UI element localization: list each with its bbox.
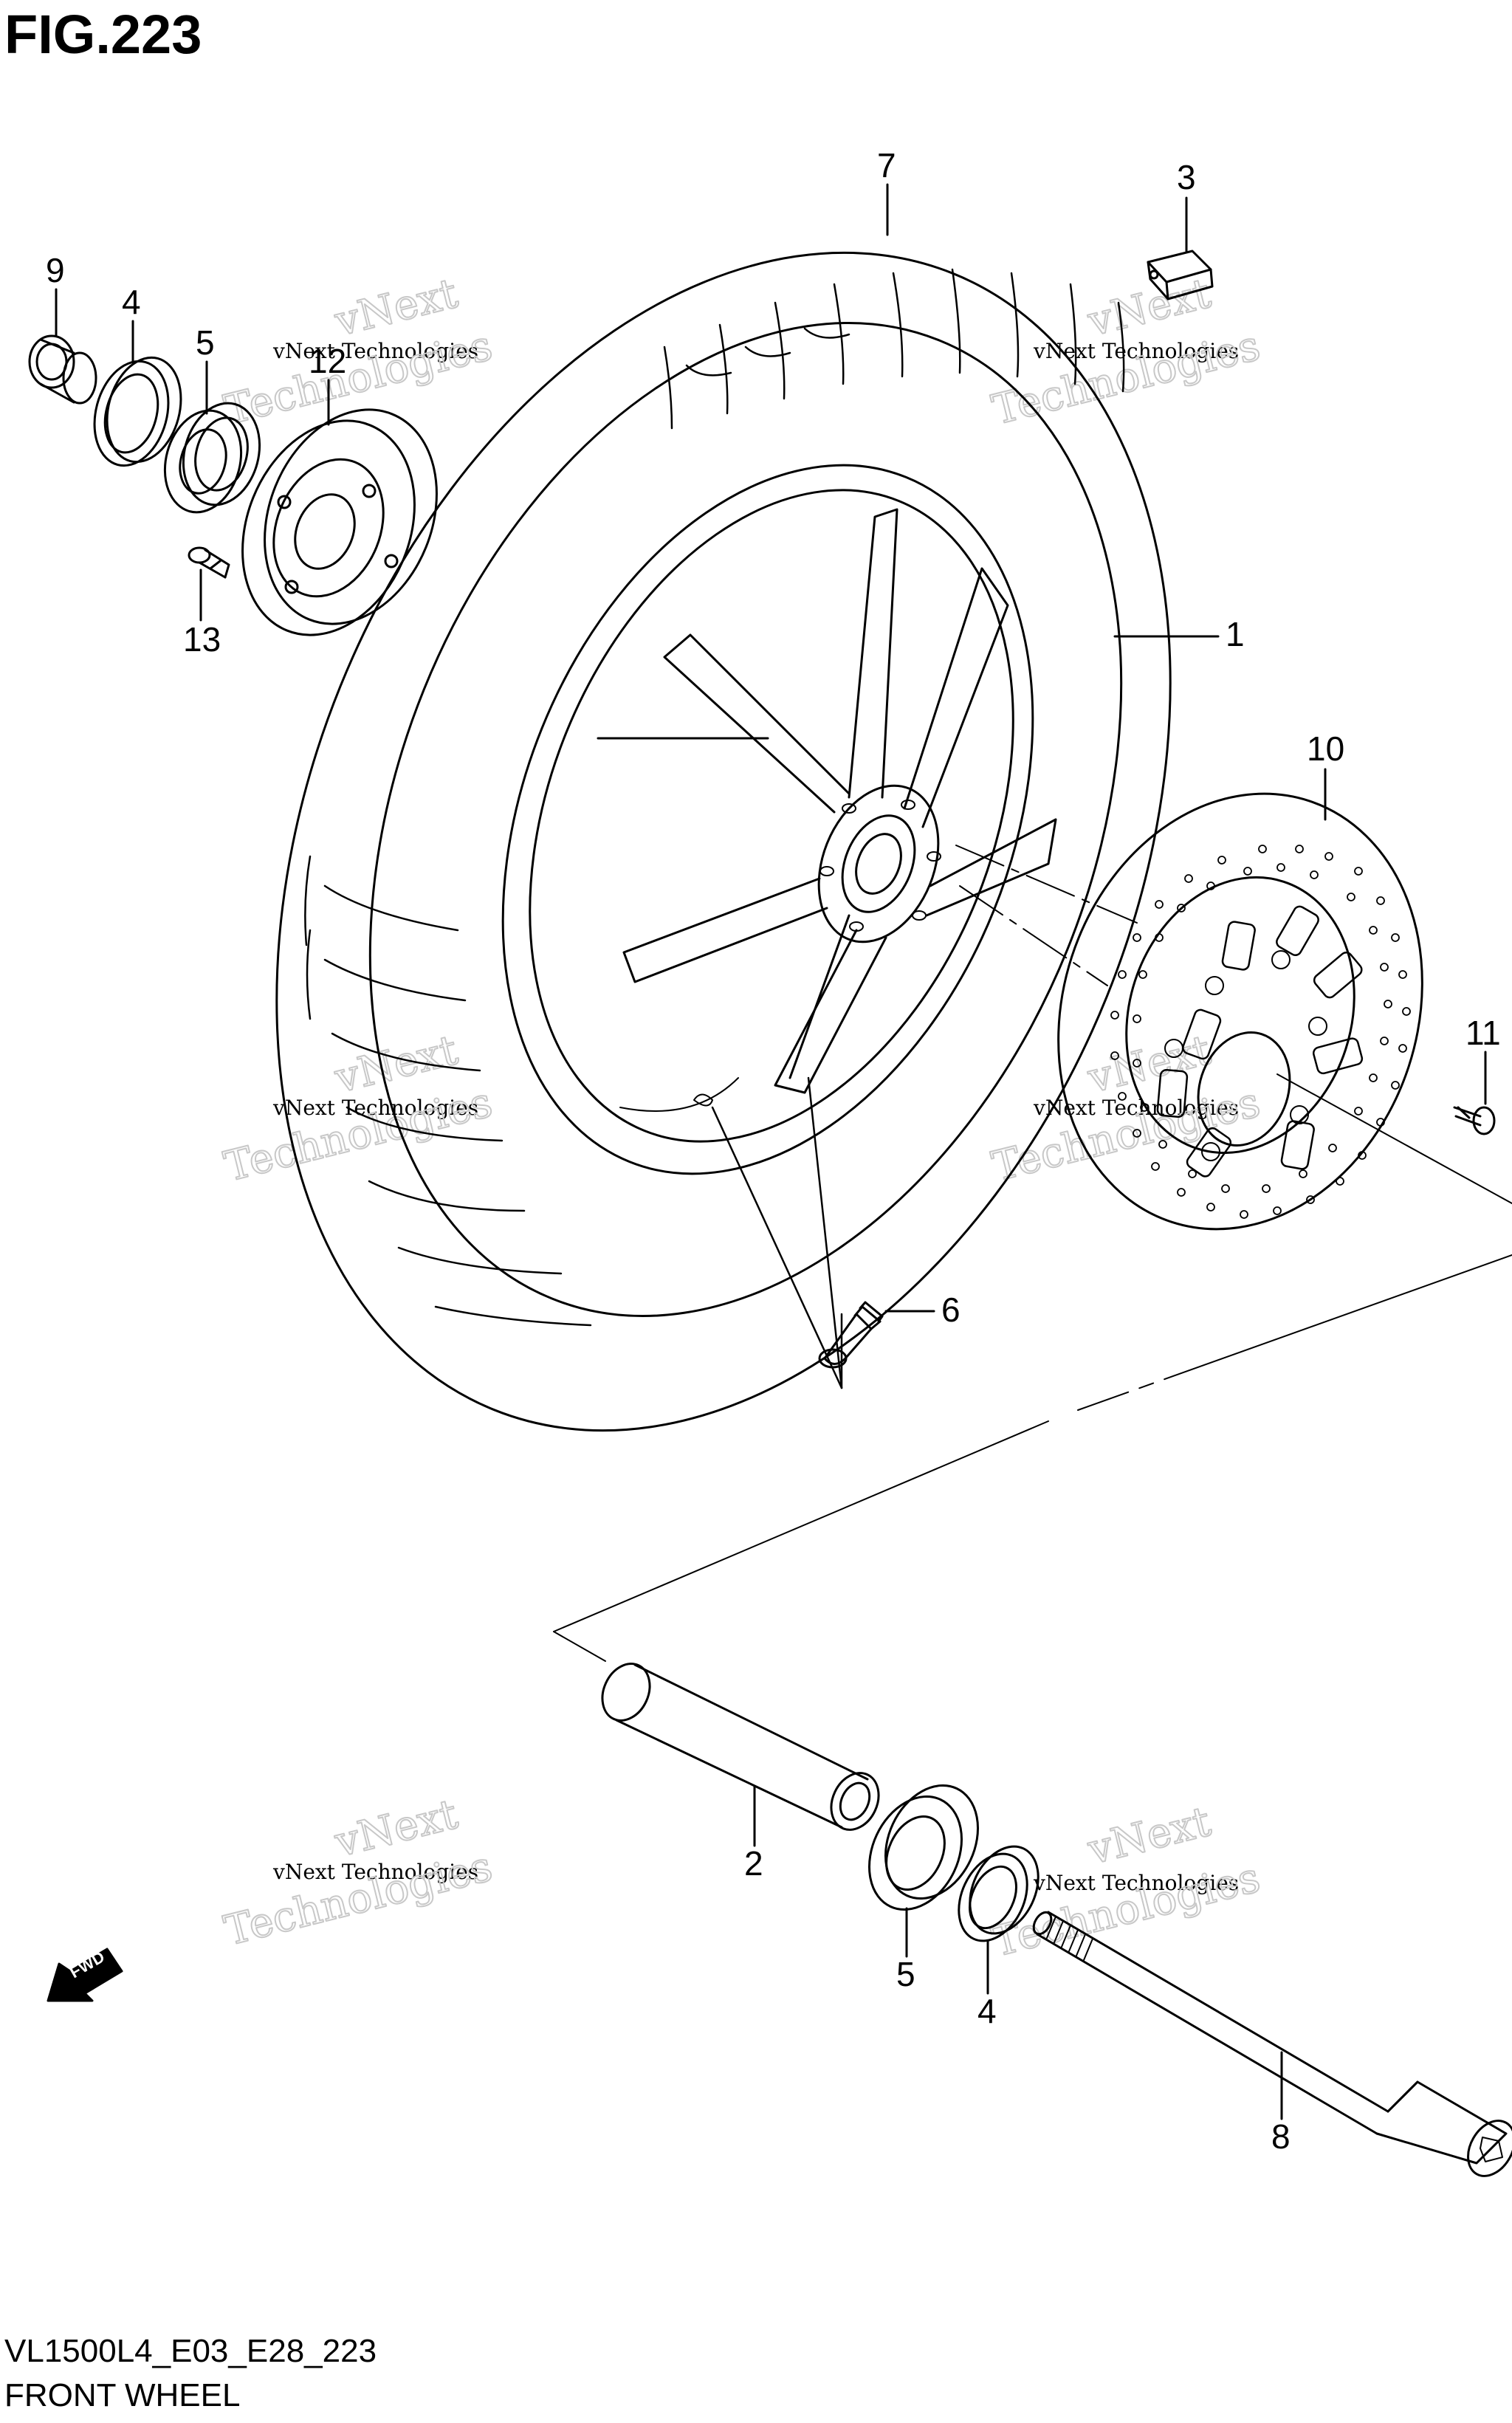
svg-text:5: 5 — [196, 323, 215, 362]
callout-6-leaders — [711, 1076, 843, 1389]
svg-text:7: 7 — [877, 146, 896, 185]
callout-13: 13 — [183, 568, 221, 659]
svg-text:vNext Technologies: vNext Technologies — [272, 339, 478, 363]
front-axle — [1032, 1911, 1512, 2177]
cover-screw — [188, 546, 230, 579]
front-tire — [275, 251, 1172, 1432]
callout-7: 7 — [877, 146, 896, 236]
callout-9: 9 — [46, 251, 65, 337]
axle-thread — [1046, 1916, 1093, 1961]
oil-seal-bottom — [958, 1845, 1040, 1942]
svg-text:vNext: vNext — [1083, 269, 1216, 346]
svg-text:vNext: vNext — [1083, 1798, 1216, 1874]
wheel-spokes — [597, 508, 1057, 1094]
svg-text:3: 3 — [1177, 158, 1196, 196]
svg-text:vNext: vNext — [1083, 1026, 1216, 1103]
axle-spacer-tube — [601, 1663, 880, 1831]
tire-valve — [818, 1301, 884, 1369]
callout-10: 10 — [1307, 729, 1344, 821]
figure-code: VL1500L4_E03_E28_223 — [4, 2333, 377, 2369]
watermark-3: vNext Technologies vNext Technologies — [219, 1025, 498, 1192]
brake-disc-bolt-holes — [1164, 950, 1327, 1161]
callout-3: 3 — [1177, 158, 1196, 252]
watermark-4: vNext Technologies vNext Technologies — [987, 1025, 1265, 1192]
wheel-hub — [817, 784, 940, 944]
svg-text:12: 12 — [309, 342, 346, 380]
callout-8: 8 — [1271, 2051, 1291, 2156]
tire-tread-top — [663, 268, 1125, 430]
brake-disc — [1057, 792, 1423, 1231]
brake-disc-drill-holes — [1110, 845, 1411, 1219]
figure-title: FIG.223 — [4, 4, 202, 65]
hub-bolt-holes — [819, 800, 941, 932]
brake-disc-center — [1197, 1031, 1291, 1147]
svg-text:11: 11 — [1465, 1014, 1501, 1052]
watermark-6: vNext Technologies vNext Technologies — [987, 1797, 1265, 1967]
spacer — [28, 334, 97, 405]
tire-tread-side — [304, 855, 592, 1327]
brake-disc-slots — [1156, 905, 1364, 1178]
assembly-lines — [553, 845, 1512, 1662]
oil-seal-top — [93, 356, 182, 467]
callout-5-bottom: 5 — [896, 1907, 915, 1993]
bearing-top — [163, 402, 261, 514]
svg-text:1: 1 — [1226, 615, 1245, 653]
watermarks: vNext Technologies vNext Technologies vN… — [219, 269, 1265, 1967]
front-wheel-rim — [501, 464, 1057, 1175]
callout-12: 12 — [309, 342, 346, 426]
hub-cover — [241, 408, 438, 636]
callout-4-top: 4 — [122, 283, 141, 363]
disc-bolt — [1453, 1106, 1496, 1135]
svg-text:vNext Technologies: vNext Technologies — [1033, 1871, 1239, 1895]
callouts: 7 3 9 4 5 12 13 1 — [46, 146, 1501, 2156]
svg-text:vNext Technologies: vNext Technologies — [272, 1860, 478, 1884]
figure-name: FRONT WHEEL — [4, 2377, 241, 2413]
rim-valve-hole — [619, 1077, 739, 1112]
callout-11: 11 — [1465, 1014, 1501, 1105]
svg-text:9: 9 — [46, 251, 65, 289]
callout-5-top: 5 — [196, 323, 215, 415]
svg-text:2: 2 — [744, 1844, 763, 1883]
callout-6: 6 — [884, 1290, 961, 1329]
balance-weight — [1147, 250, 1214, 300]
callout-1: 1 — [1113, 615, 1245, 653]
svg-text:4: 4 — [122, 283, 141, 321]
svg-text:8: 8 — [1271, 2117, 1291, 2156]
watermark-2: vNext Technologies vNext Technologies — [987, 269, 1265, 436]
fwd-arrow: FWD — [47, 1948, 123, 2002]
svg-text:vNext Technologies: vNext Technologies — [1033, 339, 1239, 363]
svg-text:vNext Technologies: vNext Technologies — [272, 1096, 478, 1120]
callout-2: 2 — [744, 1785, 763, 1883]
svg-text:13: 13 — [183, 620, 221, 659]
callout-4-bottom: 4 — [977, 1940, 997, 2030]
svg-text:10: 10 — [1307, 729, 1344, 768]
watermark-5: vNext Technologies vNext Technologies — [219, 1790, 498, 1956]
svg-text:5: 5 — [896, 1955, 915, 1993]
bearing-bottom — [868, 1784, 979, 1911]
svg-text:6: 6 — [941, 1290, 961, 1329]
svg-text:4: 4 — [977, 1992, 997, 2030]
